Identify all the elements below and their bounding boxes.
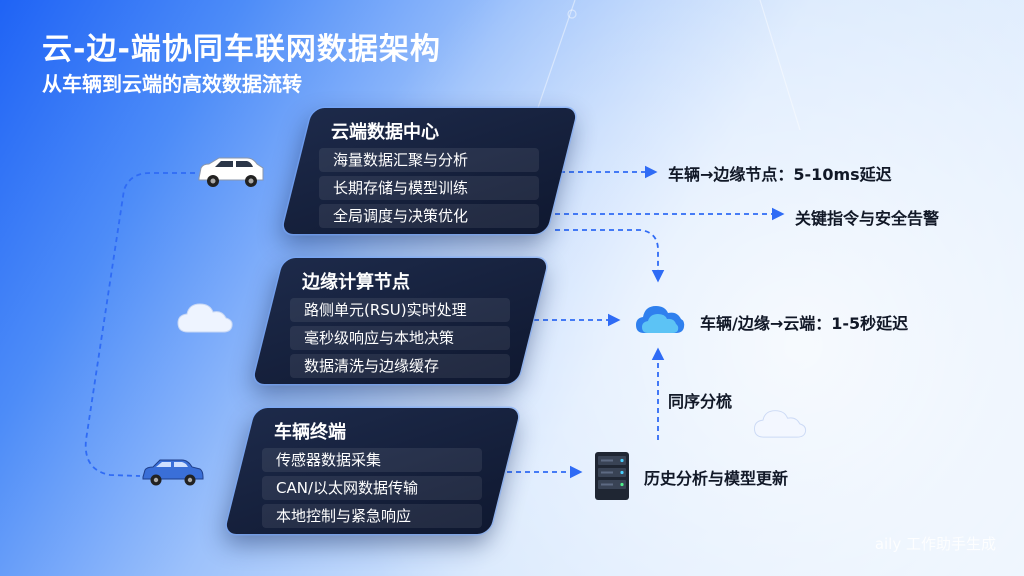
cloud-latency-label: 车辆/边缘→云端：1-5秒延迟 [700,314,909,333]
panel-item: 传感器数据采集 [262,448,482,472]
suv-car-icon [198,157,264,187]
panel-item: 路侧单元(RSU)实时处理 [290,298,510,322]
panel-title: 云端数据中心 [331,122,439,143]
cloud-datacenter-panel: 云端数据中心 海量数据汇聚与分析 长期存储与模型训练 全局调度与决策优化 [281,108,578,234]
watermark: aily 工作助手生成 [874,535,996,553]
server-icon [595,452,629,500]
sync-label: 同序分梳 [668,392,733,411]
panel-title: 车辆终端 [274,422,346,443]
alerts-label: 关键指令与安全告警 [795,209,940,228]
panel-item: 本地控制与紧急响应 [262,504,482,528]
panel-item: 长期存储与模型训练 [319,176,539,200]
panel-title: 边缘计算节点 [302,272,410,293]
history-label: 历史分析与模型更新 [644,469,789,488]
panel-item: 全局调度与决策优化 [319,204,539,228]
sedan-car-icon [142,459,204,486]
cloud-icon [754,410,807,438]
panel-item: CAN/以太网数据传输 [262,476,482,500]
page-title: 云-边-端协同车联网数据架构 [42,32,441,67]
panel-item: 数据清洗与边缘缓存 [290,354,510,378]
vehicle-terminal-panel: 车辆终端 传感器数据采集 CAN/以太网数据传输 本地控制与紧急响应 [224,408,521,534]
panel-item: 海量数据汇聚与分析 [319,148,539,172]
page-subtitle: 从车辆到云端的高效数据流转 [42,72,302,96]
cloud-icon [177,303,233,333]
edge-node-panel: 边缘计算节点 路侧单元(RSU)实时处理 毫秒级响应与本地决策 数据清洗与边缘缓… [252,258,549,384]
panel-item: 毫秒级响应与本地决策 [290,326,510,350]
cloud-icon [636,306,685,333]
edge-latency-label: 车辆→边缘节点：5-10ms延迟 [668,165,892,184]
